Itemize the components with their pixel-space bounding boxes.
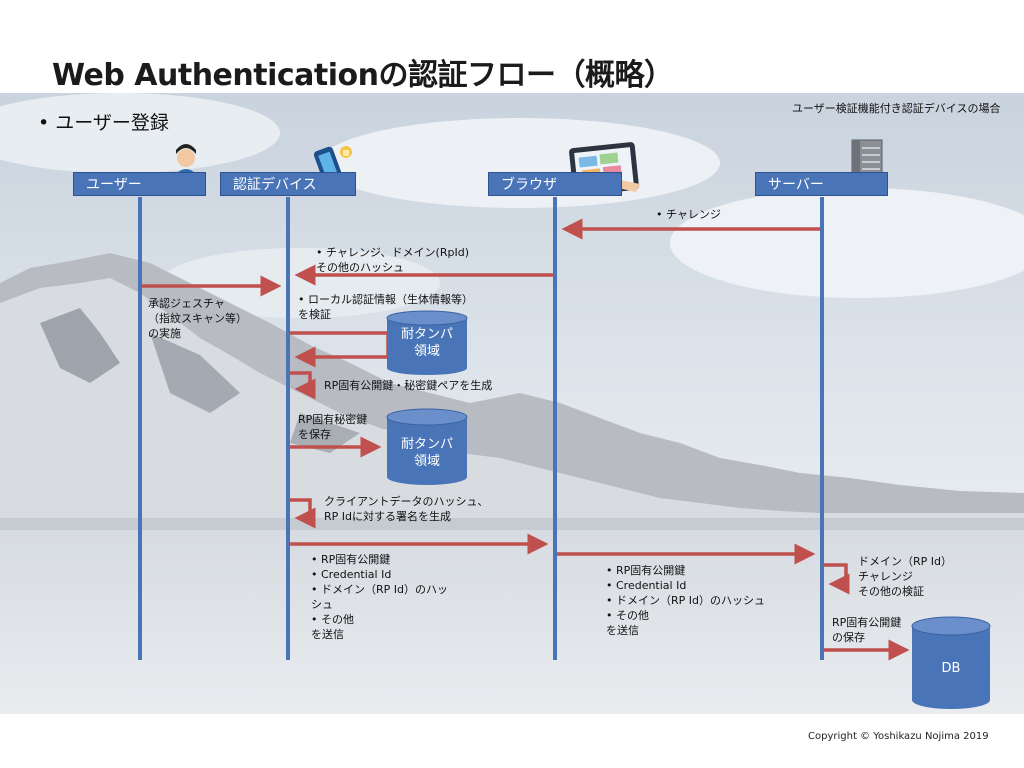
- label-local-auth: • ローカル認証情報（生体情報等） を検証: [298, 293, 473, 321]
- arrow-local-auth: [290, 331, 390, 368]
- db-store-label: DB: [941, 661, 961, 676]
- db-store: [911, 616, 991, 709]
- page-title: Web Authenticationの認証フロー（概略）: [52, 58, 674, 93]
- copyright: Copyright © Yoshikazu Nojima 2019: [808, 731, 989, 742]
- scenario-note: ユーザー検証機能付き認証デバイスの場合: [792, 102, 1001, 115]
- actor-server: サーバー: [755, 172, 888, 196]
- tamper-store-1-label: 耐タンパ 領域: [400, 327, 453, 359]
- arrow-generate-keypair: [290, 371, 316, 400]
- label-challenge-domain: • チャレンジ、ドメイン(RpId) その他のハッシュ: [316, 246, 469, 274]
- arrow-sign: [290, 498, 316, 529]
- actor-device-label: 認証デバイス: [233, 177, 317, 193]
- tamper-store-1: [386, 310, 468, 375]
- label-save-private: RP固有秘密鍵 を保存: [298, 413, 368, 441]
- actor-device: 認証デバイス: [220, 172, 356, 196]
- section-bullet: • ユーザー登録: [38, 112, 169, 134]
- actor-user-label: ユーザー: [86, 177, 142, 193]
- label-sign: クライアントデータのハッシュ、 RP Idに対する署名を生成: [324, 495, 489, 523]
- actor-browser: ブラウザ: [488, 172, 622, 196]
- label-browser-to-server: • RP固有公開鍵 • Credential Id • ドメイン（RP Id）の…: [606, 564, 765, 637]
- label-server-save: RP固有公開鍵 の保存: [832, 616, 902, 644]
- label-generate-keypair: RP固有公開鍵・秘密鍵ペアを生成: [324, 379, 493, 392]
- label-device-to-browser: • RP固有公開鍵 • Credential Id • ドメイン（RP Id）の…: [311, 553, 448, 641]
- tamper-store-2: [386, 408, 468, 485]
- actor-server-label: サーバー: [768, 177, 824, 193]
- actor-browser-label: ブラウザ: [501, 177, 557, 193]
- arrow-server-verify: [824, 563, 850, 595]
- label-approval: 承認ジェスチャ （指紋スキャン等） の実施: [148, 297, 247, 340]
- label-server-verify: ドメイン（RP Id） チャレンジ その他の検証: [858, 555, 952, 598]
- actor-user: ユーザー: [73, 172, 206, 196]
- label-challenge: • チャレンジ: [656, 208, 721, 221]
- tamper-store-2-label: 耐タンパ 領域: [400, 437, 453, 469]
